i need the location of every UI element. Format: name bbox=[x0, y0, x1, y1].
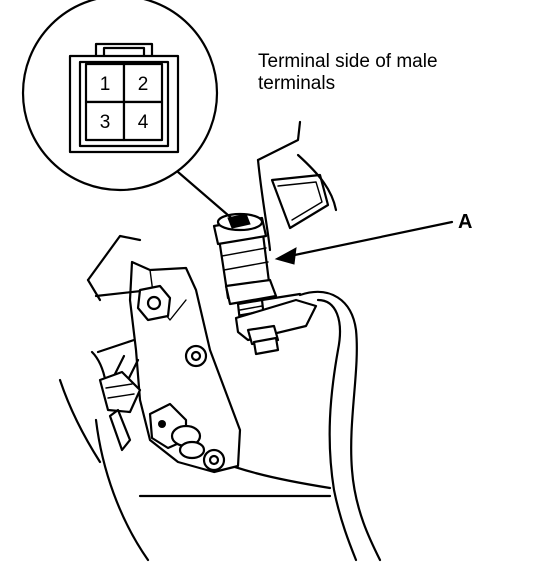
callout-magnifier: 1 2 3 4 bbox=[21, 0, 238, 224]
connector-housing: 1 2 3 4 bbox=[68, 42, 180, 154]
vehicle-body-lines bbox=[58, 120, 382, 562]
pin-label-4: 4 bbox=[138, 112, 149, 133]
callout-title-line2: terminals bbox=[258, 73, 335, 94]
part-a-pointer: A bbox=[274, 211, 472, 265]
arrowhead-icon bbox=[274, 247, 297, 265]
pin-label-1: 1 bbox=[100, 74, 111, 95]
part-a-leader-line bbox=[288, 220, 454, 258]
linkage-assembly bbox=[94, 260, 242, 474]
pin-label-2: 2 bbox=[138, 74, 149, 95]
callout-title-line1: Terminal side of male bbox=[258, 51, 438, 72]
part-a-label: A bbox=[458, 211, 472, 233]
pressure-switch bbox=[212, 212, 318, 356]
callout-leader-line bbox=[176, 170, 238, 224]
pin-label-3: 3 bbox=[100, 112, 111, 133]
pin-cell-3 bbox=[84, 100, 126, 142]
callout-circle bbox=[21, 0, 219, 192]
pin-cell-4 bbox=[122, 100, 164, 142]
